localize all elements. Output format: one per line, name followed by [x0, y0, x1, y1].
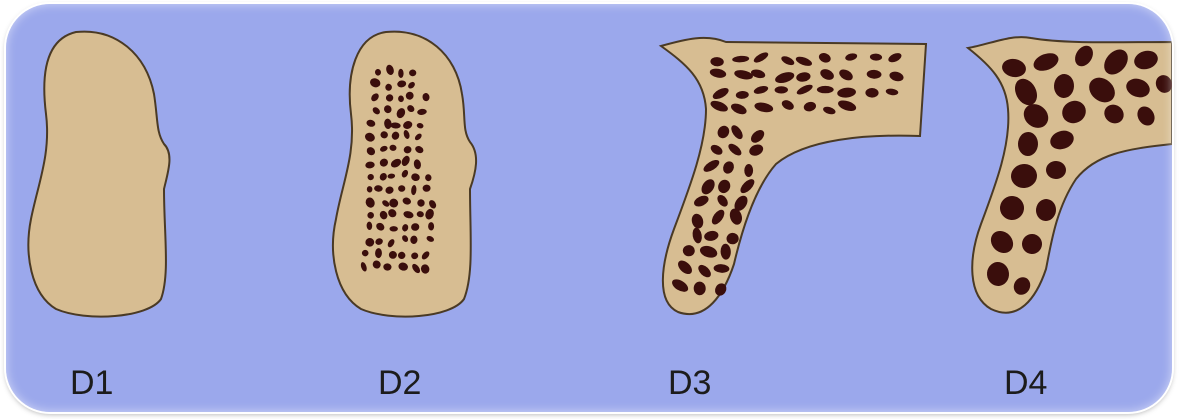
label-d1: D1 — [70, 366, 113, 400]
d1-bone-section — [28, 32, 169, 317]
bone-density-figure: D1 D2 D3 D4 — [6, 4, 1172, 412]
pore — [817, 86, 834, 93]
label-d3: D3 — [668, 366, 711, 400]
label-d4: D4 — [1004, 366, 1047, 400]
bone-illustrations — [6, 4, 1172, 412]
label-d2: D2 — [378, 366, 421, 400]
pore — [390, 226, 398, 231]
